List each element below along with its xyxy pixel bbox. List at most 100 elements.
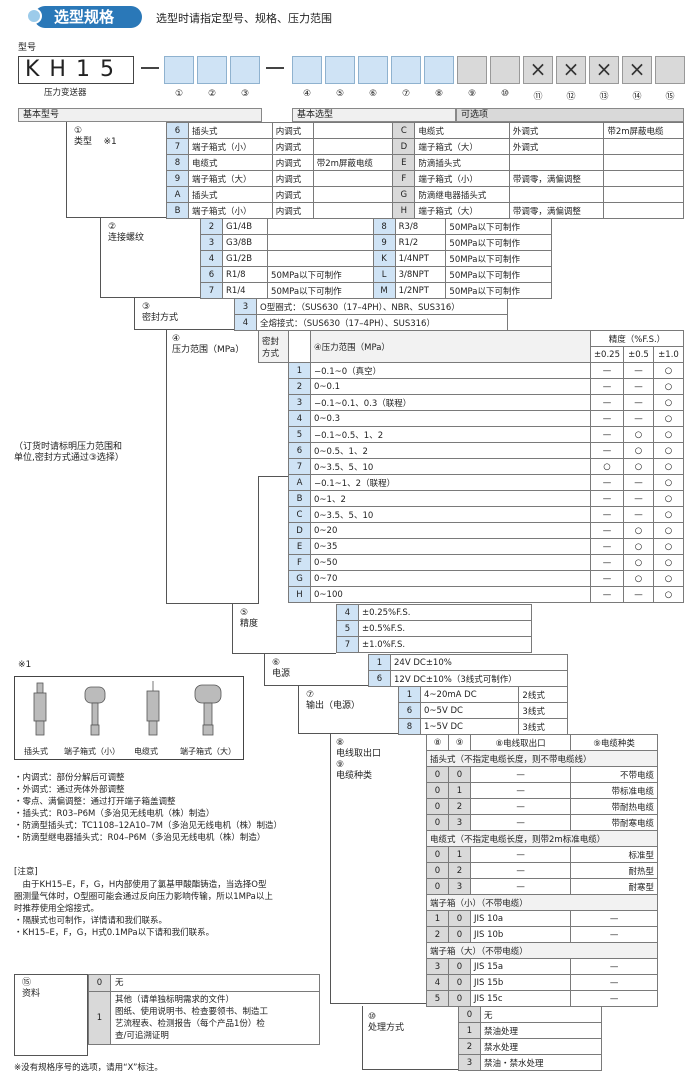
sec5-bracket [232,604,336,654]
table-cell: 禁水处理 [480,1038,602,1055]
bullet-icon [26,8,42,24]
table-cell [312,170,394,187]
table-cell: R1/8 [221,266,269,283]
note-item: ・防滴型插头式：TC1108–12A10–7M（多治见无线电机（株）制造） [14,821,282,831]
table-cell: 3 [234,298,257,315]
table-cell: 电缆式 [414,122,510,139]
caution-title: [注意] [14,867,38,877]
table-cell: 8 [398,718,421,735]
code-slot-13: × [589,56,619,84]
table-cell: E [392,154,416,171]
table-cell: 1 [426,910,449,927]
table-cell: 7 [336,636,359,653]
table-cell: — [623,506,654,523]
table-cell: 4 [234,314,257,331]
table-cell: — [570,910,658,927]
table-cell: — [589,410,625,427]
code-position-number: ⑥ [368,89,378,99]
model-code-box: KH15 [18,56,134,84]
table-cell: 4~20mA DC [419,686,520,703]
table-cell: F [392,170,416,187]
table-cell: — [589,570,625,587]
table-cell: ○ [653,522,684,539]
table-cell: 带耐热电缆 [570,798,658,815]
table-cell: 2 [288,378,311,395]
table-cell [259,363,289,475]
code-slot-14: × [622,56,652,84]
sec6-bracket [264,654,368,686]
code-slot-7 [391,56,421,84]
code-position-number: ① [174,89,184,99]
table-cell [603,154,684,171]
model-caption: 压力变送器 [44,88,87,98]
table-cell: ⑨电缆种类 [570,734,658,751]
table-cell: 50MPa以下可制作 [445,234,552,251]
table-cell: 带标准电缆 [570,782,658,799]
table-cell: — [589,490,625,507]
table-cell: 0 [448,766,471,783]
table-cell: O型圈式：（SUS630（17–4PH）、NBR、SUS316） [256,298,508,315]
table-cell: 2 [448,862,471,879]
table-cell: 3 [426,958,449,975]
caution-text: 由于KH15–E，F，G，H内部使用了氯基甲酸酯铸造，当选择O型圈测量气体时，O… [14,879,314,939]
sec4-side-note: （订货时请标明压力范围和 单位,密封方式通过③选择） [14,442,124,463]
image-mark: ※1 [18,660,32,670]
table-cell: G1/4B [221,218,269,235]
table-cell: 端子箱式（小） [188,138,273,155]
table-cell: — [469,782,572,799]
table-cell: 带2m屏蔽电缆 [603,122,684,139]
table-cell: 端子箱式（小） [414,170,510,187]
table-cell [267,234,374,251]
table-cell: 0 [88,974,111,992]
table-cell: 5 [426,990,449,1007]
table-cell: 1 [448,782,471,799]
table-row: 5±0.5%F.S. [336,620,532,637]
table-cell: C [392,122,416,139]
table-cell: — [623,490,654,507]
table-cell: 50MPa以下可制作 [445,218,552,235]
table-cell: H [288,586,311,603]
table-cell: 外调式 [508,122,605,139]
table-row: 端子箱（大）（不带电缆） [426,942,658,959]
table-cell: — [589,586,625,603]
table-cell: 带调零，满偏调整 [508,202,605,219]
table-cell: 6 [288,442,311,459]
table-cell: 无 [110,974,320,992]
table-cell: 电缆式 [188,154,273,171]
table-cell: — [469,878,572,895]
table-cell: 4 [426,974,449,991]
table-cell: 50MPa以下可制作 [445,266,552,283]
product-image-box [14,676,244,760]
table-cell: ±1.0%F.S. [358,636,532,653]
table-cell: 3 [200,234,223,251]
code-position-number: ⑧ [434,89,444,99]
code-slot-1 [164,56,194,84]
table-cell: — [570,974,658,991]
table-cell: B [288,490,311,507]
table-cell: ○ [653,554,684,571]
table-cell: 0 [448,990,471,1007]
table-cell: 0~50 [310,554,591,571]
table-cell: ±0.5%F.S. [358,620,532,637]
table-cell: 1 [368,654,391,671]
sec7-label: ⑦ 输出（电源） [306,690,361,711]
table-cell: 6 [200,266,223,283]
table-cell: — [589,522,625,539]
table-cell: 0 [426,782,449,799]
table-cell: 3 [448,814,471,831]
table-cell: 5 [336,620,359,637]
table-row: 1−0.1~0（真空）——○ [259,362,684,379]
table-cell: 内调式 [271,122,314,139]
